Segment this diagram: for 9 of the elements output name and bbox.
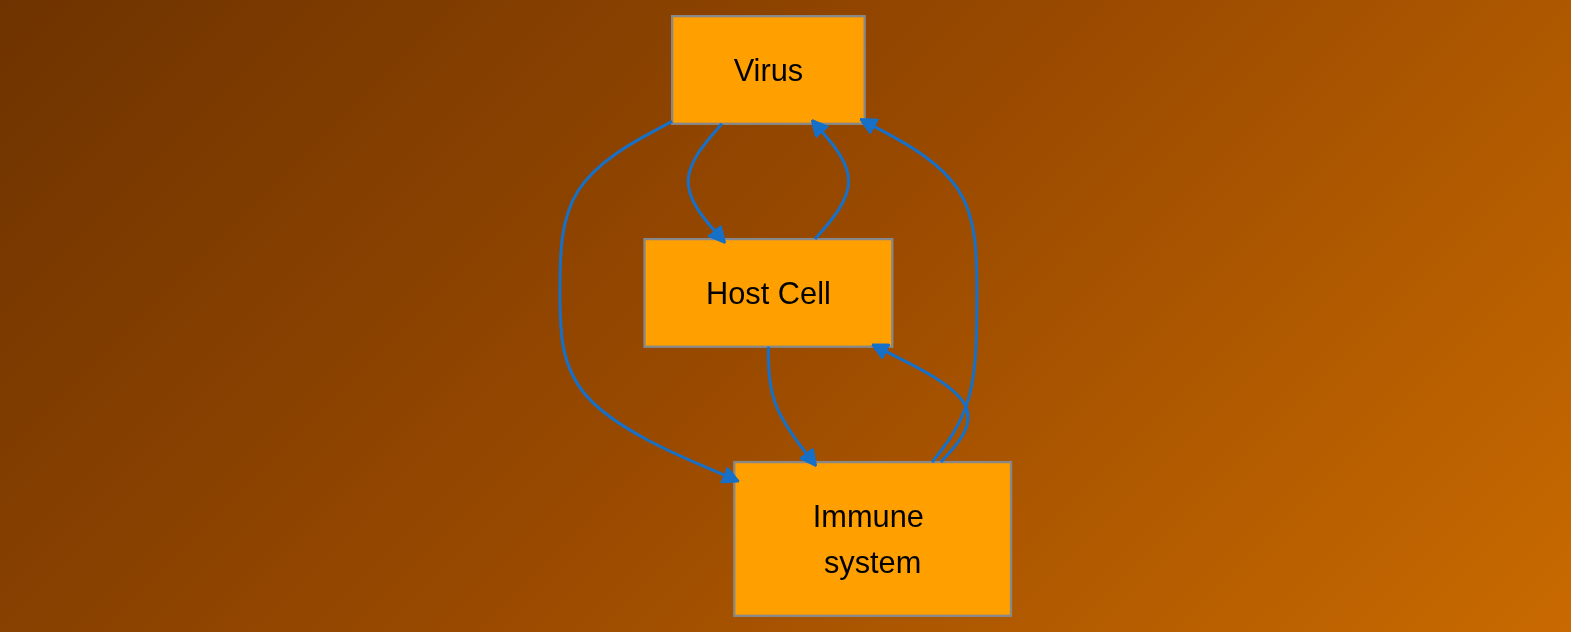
arrow [686,122,727,245]
node-box: Host Cell [643,237,894,348]
node-box: Immune system [733,460,1013,617]
arrow [810,118,851,241]
arrow [859,118,979,464]
arrow [766,346,818,468]
arrow [870,343,970,464]
arrow [558,120,741,484]
node-box: Virus [671,15,866,125]
